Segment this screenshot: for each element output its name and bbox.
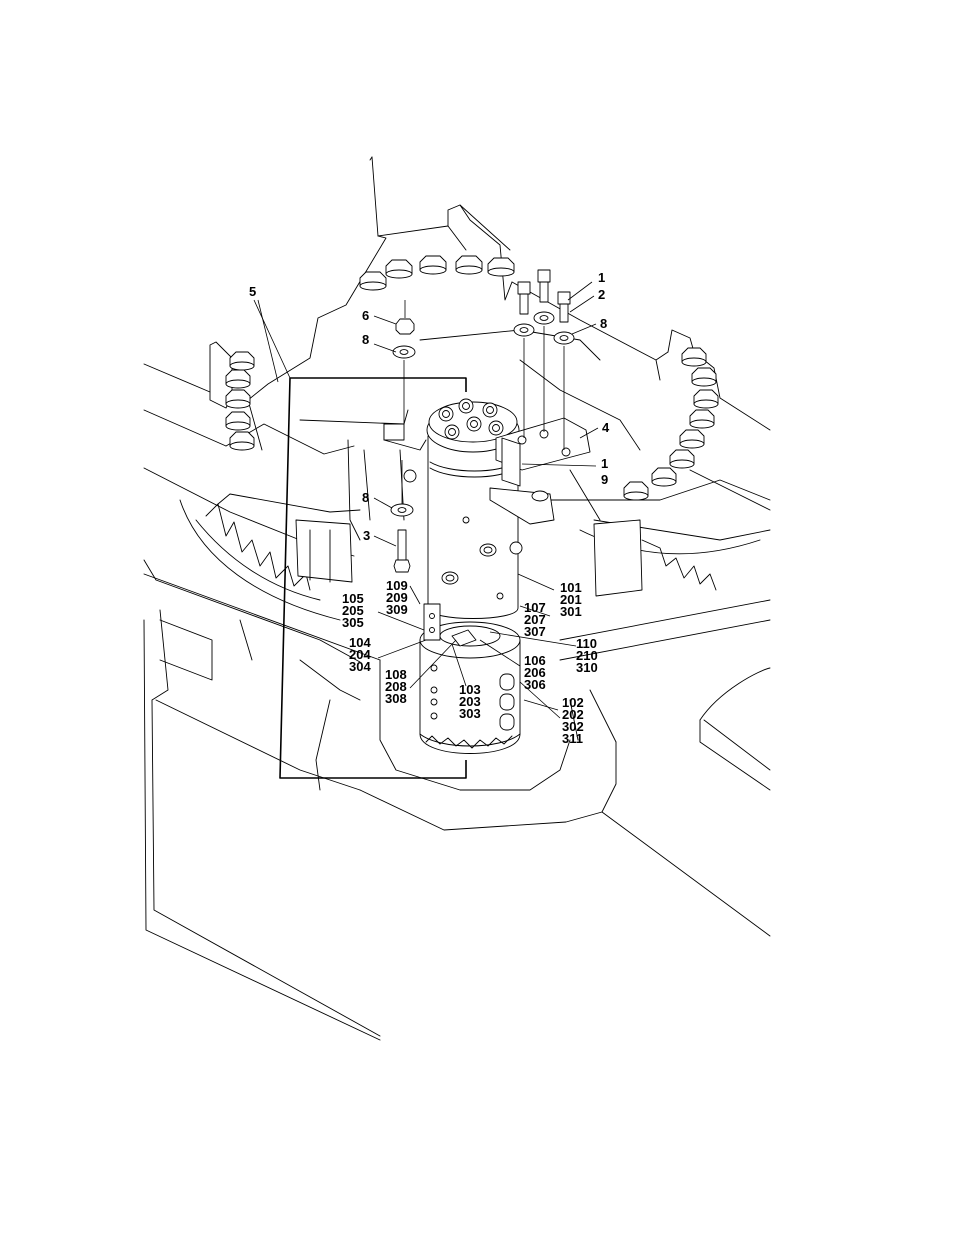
callout-204: 204 bbox=[349, 647, 371, 662]
top-port-openings bbox=[438, 398, 504, 440]
assembly-bracket-5 bbox=[279, 377, 467, 779]
callout-103: 103 bbox=[459, 682, 481, 697]
callout-2: 2 bbox=[598, 287, 605, 302]
callout-1-lower: 1 bbox=[601, 456, 608, 471]
callout-group-107: 107 207 307 bbox=[524, 600, 546, 639]
callout-104: 104 bbox=[349, 635, 371, 650]
swivel-assembly bbox=[383, 398, 591, 754]
callout-309: 309 bbox=[386, 602, 408, 617]
leader-lines bbox=[253, 281, 599, 719]
callout-207: 207 bbox=[524, 612, 546, 627]
callout-311: 311 bbox=[562, 731, 583, 746]
callout-305: 305 bbox=[342, 615, 364, 630]
exploded-hardware bbox=[390, 269, 575, 573]
callout-306: 306 bbox=[524, 677, 546, 692]
callout-203: 203 bbox=[459, 694, 481, 709]
callout-group-105: 105 205 305 bbox=[342, 591, 364, 630]
bolt-3-top bbox=[557, 291, 571, 323]
callout-3: 3 bbox=[363, 528, 370, 543]
callout-205: 205 bbox=[342, 603, 364, 618]
callout-8-right: 8 bbox=[600, 316, 607, 331]
callout-107: 107 bbox=[524, 600, 546, 615]
callout-108: 108 bbox=[385, 667, 407, 682]
callout-labels: 1 2 8 4 1 9 5 6 8 8 3 109 209 309 105 20… bbox=[249, 270, 610, 746]
bolt-row-top bbox=[359, 255, 515, 291]
bolt-2 bbox=[537, 269, 551, 303]
machine-frame-drawing bbox=[143, 156, 771, 1041]
callout-group-109: 109 209 309 bbox=[386, 578, 408, 617]
bolt-row-right bbox=[623, 347, 719, 501]
callout-307: 307 bbox=[524, 624, 546, 639]
callout-group-108: 108 208 308 bbox=[385, 667, 407, 706]
callout-group-110: 110 210 310 bbox=[576, 636, 598, 675]
callout-9: 9 bbox=[601, 472, 608, 487]
callout-group-101: 101 201 301 bbox=[560, 580, 582, 619]
callout-group-103: 103 203 303 bbox=[459, 682, 481, 721]
callout-206: 206 bbox=[524, 665, 546, 680]
bolt-1 bbox=[517, 281, 531, 315]
callout-6: 6 bbox=[362, 308, 369, 323]
callout-209: 209 bbox=[386, 590, 408, 605]
callout-5: 5 bbox=[249, 284, 256, 299]
bolt-row-left bbox=[225, 351, 255, 451]
callout-106: 106 bbox=[524, 653, 546, 668]
callout-110: 110 bbox=[576, 636, 597, 651]
callout-8-lower: 8 bbox=[362, 490, 369, 505]
callout-102: 102 bbox=[562, 695, 584, 710]
callout-105: 105 bbox=[342, 591, 364, 606]
callout-304: 304 bbox=[349, 659, 371, 674]
callout-8-left: 8 bbox=[362, 332, 369, 347]
callout-group-104: 104 204 304 bbox=[349, 635, 371, 674]
callout-308: 308 bbox=[385, 691, 407, 706]
callout-group-102: 102 202 302 311 bbox=[562, 695, 584, 746]
callout-208: 208 bbox=[385, 679, 407, 694]
callout-group-106: 106 206 306 bbox=[524, 653, 546, 692]
callout-1-top: 1 bbox=[598, 270, 605, 285]
callout-201: 201 bbox=[560, 592, 582, 607]
callout-4: 4 bbox=[602, 420, 610, 435]
callout-310: 310 bbox=[576, 660, 598, 675]
callout-303: 303 bbox=[459, 706, 481, 721]
callout-109: 109 bbox=[386, 578, 408, 593]
callout-101: 101 bbox=[560, 580, 582, 595]
callout-302: 302 bbox=[562, 719, 584, 734]
callout-301: 301 bbox=[560, 604, 582, 619]
callout-202: 202 bbox=[562, 707, 584, 722]
callout-210: 210 bbox=[576, 648, 598, 663]
